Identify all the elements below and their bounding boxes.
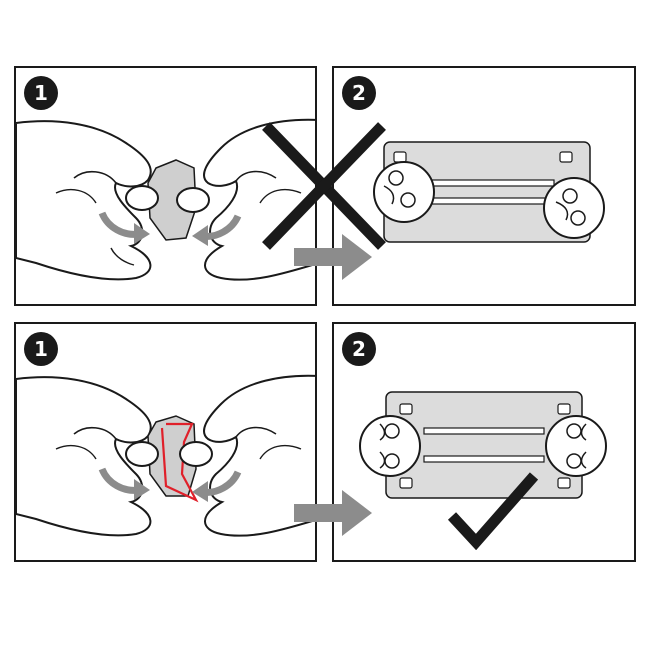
step-badge-2: 2 (342, 332, 376, 366)
hardware-wrong-illustration (373, 141, 605, 243)
step-badge-1: 1 (24, 332, 58, 366)
hands-correct-illustration (16, 374, 315, 537)
cross-mark-icon (262, 122, 386, 250)
panel-top-right: 2 (332, 66, 636, 306)
step-badge-1: 1 (24, 76, 58, 110)
next-step-arrow-bottom (294, 490, 372, 536)
step-badge-2: 2 (342, 76, 376, 110)
next-step-arrow-top (294, 234, 372, 280)
panel-bottom-left: 1 (14, 322, 317, 562)
panel-bottom-right: 2 (332, 322, 636, 562)
panel-top-left: 1 (14, 66, 317, 306)
hands-illustration (16, 118, 315, 281)
hardware-correct-illustration (359, 391, 607, 499)
check-mark-icon (447, 472, 538, 550)
